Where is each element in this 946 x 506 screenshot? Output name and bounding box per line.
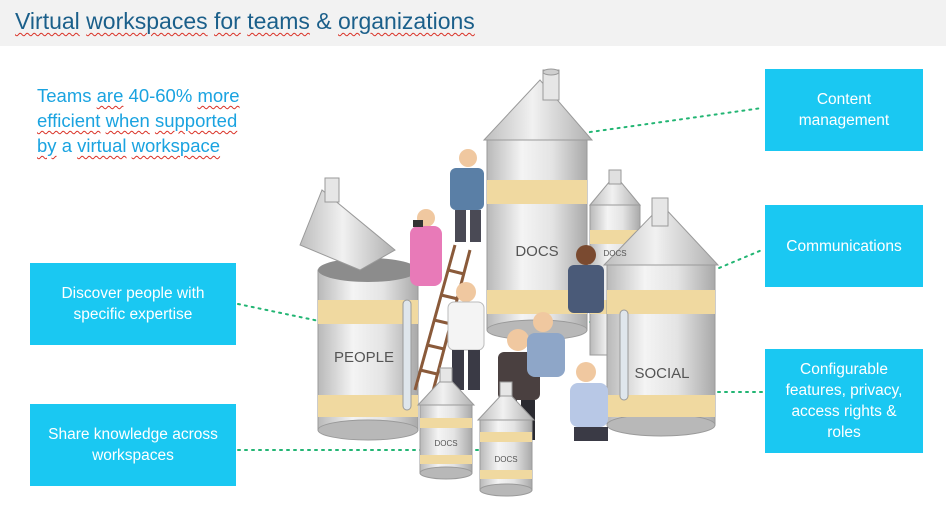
person-on-ladder bbox=[450, 149, 484, 242]
title-bar: Virtual workspaces for teams & organizat… bbox=[0, 0, 946, 46]
tagline-word: efficient bbox=[37, 110, 101, 131]
page-title: Virtual workspaces for teams & organizat… bbox=[15, 8, 475, 35]
silo-people bbox=[299, 177, 419, 441]
title-word: organizations bbox=[338, 8, 475, 34]
silo-social bbox=[602, 197, 720, 437]
tagline-word: when bbox=[105, 110, 150, 131]
silo-docs-small-left bbox=[416, 367, 476, 480]
callout-communications: Communications bbox=[765, 205, 923, 287]
person-kneeling bbox=[570, 362, 608, 441]
person-dark-jacket bbox=[568, 245, 604, 313]
silo-label-social: SOCIAL bbox=[634, 365, 689, 382]
person-grey-hair bbox=[527, 312, 565, 377]
tagline-word: workspace bbox=[131, 135, 221, 156]
tagline-word: 40-60% bbox=[128, 85, 193, 106]
tagline-word: are bbox=[96, 85, 124, 106]
tagline: Teams are 40-60% more efficient when sup… bbox=[37, 83, 277, 158]
silo-label-people: PEOPLE bbox=[334, 349, 394, 366]
tagline-word: virtual bbox=[77, 135, 127, 156]
tagline-word: supported bbox=[154, 110, 238, 131]
title-word: for bbox=[214, 8, 241, 34]
callout-configurable: Configurable features, privacy, access r… bbox=[765, 349, 923, 453]
silo-label-docs-right: DOCS bbox=[494, 455, 517, 464]
callout-discover-people: Discover people with specific expertise bbox=[30, 263, 236, 345]
tagline-word: a bbox=[61, 135, 72, 156]
silo-docs-small-right bbox=[476, 381, 536, 497]
tagline-word: by bbox=[37, 135, 57, 156]
title-word: & bbox=[316, 8, 332, 34]
title-word: teams bbox=[247, 8, 310, 34]
silo-label-docs: DOCS bbox=[515, 243, 558, 260]
silo-label-docs-left: DOCS bbox=[434, 439, 457, 448]
tagline-word: more bbox=[197, 85, 240, 106]
person-white-shirt bbox=[447, 282, 485, 390]
tagline-word: Teams bbox=[37, 85, 92, 106]
connector-content bbox=[575, 107, 763, 135]
person-binoculars bbox=[410, 209, 442, 286]
callout-content-management: Content management bbox=[765, 69, 923, 151]
silo-label-docs-top: DOCS bbox=[603, 249, 626, 258]
title-word: workspaces bbox=[86, 8, 208, 34]
callout-share-knowledge: Share knowledge across workspaces bbox=[30, 404, 236, 486]
title-word: Virtual bbox=[15, 8, 80, 34]
